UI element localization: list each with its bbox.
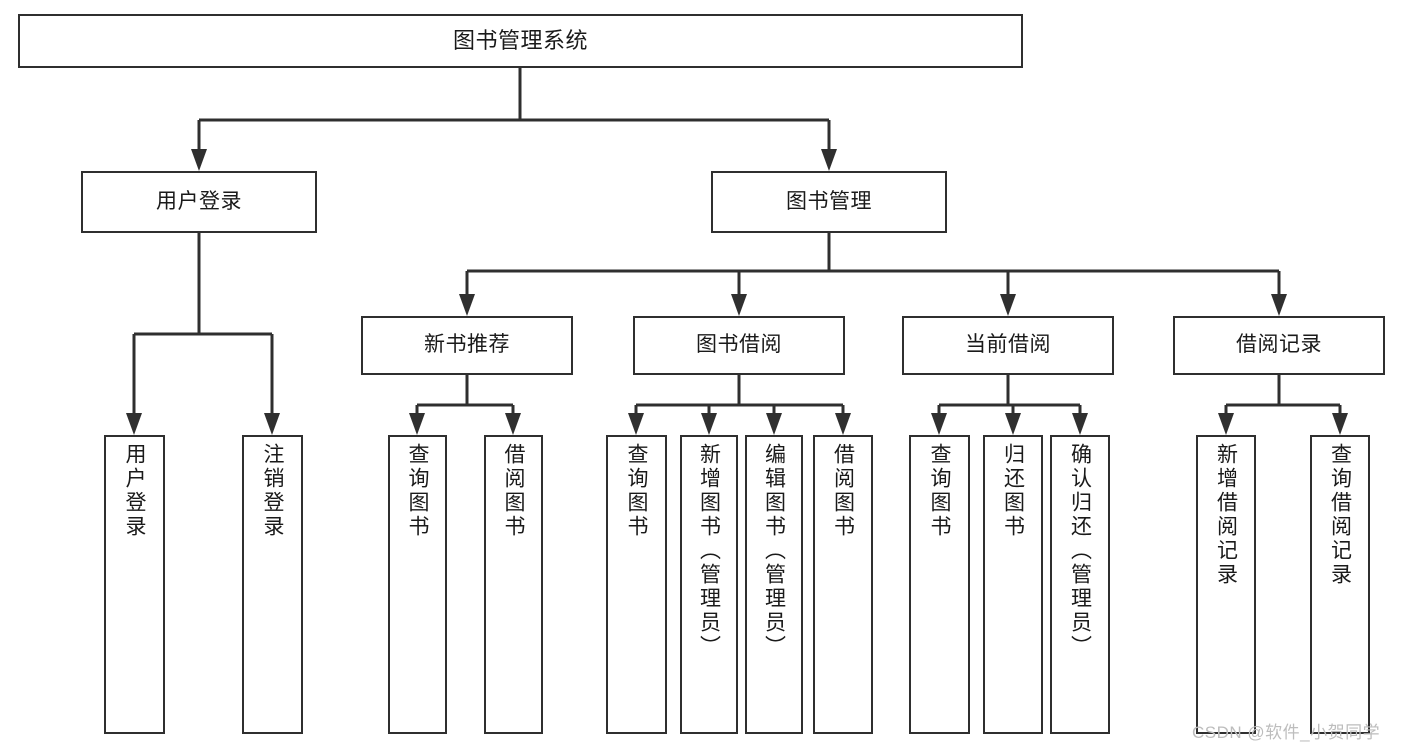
c-book-manage-arrow-2 (1000, 294, 1016, 316)
c-borrow-record-arrow-1 (1332, 413, 1348, 435)
node-new-book-recommend[interactable]: 新书推荐 (361, 316, 573, 375)
c-book-borrow-arrow-3 (835, 413, 851, 435)
node-label-leaf-query-book-1: 查询图书 (406, 443, 429, 539)
node-label-user-login: 用户登录 (156, 189, 242, 213)
node-label-root: 图书管理系统 (452, 28, 588, 54)
node-book-manage[interactable]: 图书管理 (711, 171, 947, 233)
c-book-borrow-arrow-2 (766, 413, 782, 435)
node-root[interactable]: 图书管理系统 (18, 14, 1023, 68)
node-label-leaf-add-book: 新增图书（管理员） (697, 443, 721, 659)
node-label-leaf-query-book-3: 查询图书 (928, 443, 951, 539)
node-label-leaf-query-book-2: 查询图书 (625, 443, 648, 539)
node-label-leaf-edit-book: 编辑图书（管理员） (762, 443, 786, 659)
node-label-book-borrow: 图书借阅 (696, 333, 782, 357)
node-leaf-user-login[interactable]: 用户登录 (104, 435, 165, 734)
node-user-login[interactable]: 用户登录 (81, 171, 317, 233)
c-current-borrow-arrow-1 (1005, 413, 1021, 435)
c-user-login-arrow-0 (126, 413, 142, 435)
node-current-borrow[interactable]: 当前借阅 (902, 316, 1114, 375)
node-leaf-borrow-book-2[interactable]: 借阅图书 (813, 435, 873, 734)
node-leaf-borrow-book-1[interactable]: 借阅图书 (484, 435, 543, 734)
node-book-borrow[interactable]: 图书借阅 (633, 316, 845, 375)
c-book-manage-arrow-1 (731, 294, 747, 316)
c-root-arrow-0 (191, 149, 207, 171)
node-leaf-query-book-3[interactable]: 查询图书 (909, 435, 970, 734)
node-leaf-return-book[interactable]: 归还图书 (983, 435, 1043, 734)
c-new-book-arrow-0 (409, 413, 425, 435)
node-label-leaf-return-book: 归还图书 (1001, 443, 1025, 539)
node-leaf-add-record[interactable]: 新增借阅记录 (1196, 435, 1256, 734)
node-leaf-edit-book[interactable]: 编辑图书（管理员） (745, 435, 803, 734)
c-root-arrow-1 (821, 149, 837, 171)
node-label-leaf-query-record: 查询借阅记录 (1328, 443, 1352, 587)
c-user-login-arrow-1 (264, 413, 280, 435)
node-borrow-record[interactable]: 借阅记录 (1173, 316, 1385, 375)
c-current-borrow-arrow-2 (1072, 413, 1088, 435)
c-current-borrow-arrow-0 (931, 413, 947, 435)
node-label-leaf-user-login: 用户登录 (123, 443, 146, 539)
node-leaf-query-record[interactable]: 查询借阅记录 (1310, 435, 1370, 734)
node-label-leaf-borrow-book-2: 借阅图书 (831, 443, 855, 539)
node-label-borrow-record: 借阅记录 (1236, 333, 1322, 357)
c-new-book-arrow-1 (505, 413, 521, 435)
node-label-new-book-recommend: 新书推荐 (424, 333, 510, 357)
c-book-borrow-arrow-0 (628, 413, 644, 435)
node-label-leaf-add-record: 新增借阅记录 (1214, 443, 1238, 587)
c-book-borrow-arrow-1 (701, 413, 717, 435)
node-label-leaf-logout: 注销登录 (261, 443, 284, 539)
c-borrow-record-arrow-0 (1218, 413, 1234, 435)
node-label-leaf-borrow-book-1: 借阅图书 (502, 443, 525, 539)
c-book-manage-arrow-3 (1271, 294, 1287, 316)
node-leaf-query-book-1[interactable]: 查询图书 (388, 435, 447, 734)
node-leaf-logout[interactable]: 注销登录 (242, 435, 303, 734)
node-label-current-borrow: 当前借阅 (965, 333, 1051, 357)
node-leaf-query-book-2[interactable]: 查询图书 (606, 435, 667, 734)
c-book-manage-arrow-0 (459, 294, 475, 316)
node-leaf-add-book[interactable]: 新增图书（管理员） (680, 435, 738, 734)
node-label-leaf-confirm-return: 确认归还（管理员） (1068, 443, 1092, 659)
node-leaf-confirm-return[interactable]: 确认归还（管理员） (1050, 435, 1110, 734)
node-label-book-manage: 图书管理 (786, 189, 872, 213)
